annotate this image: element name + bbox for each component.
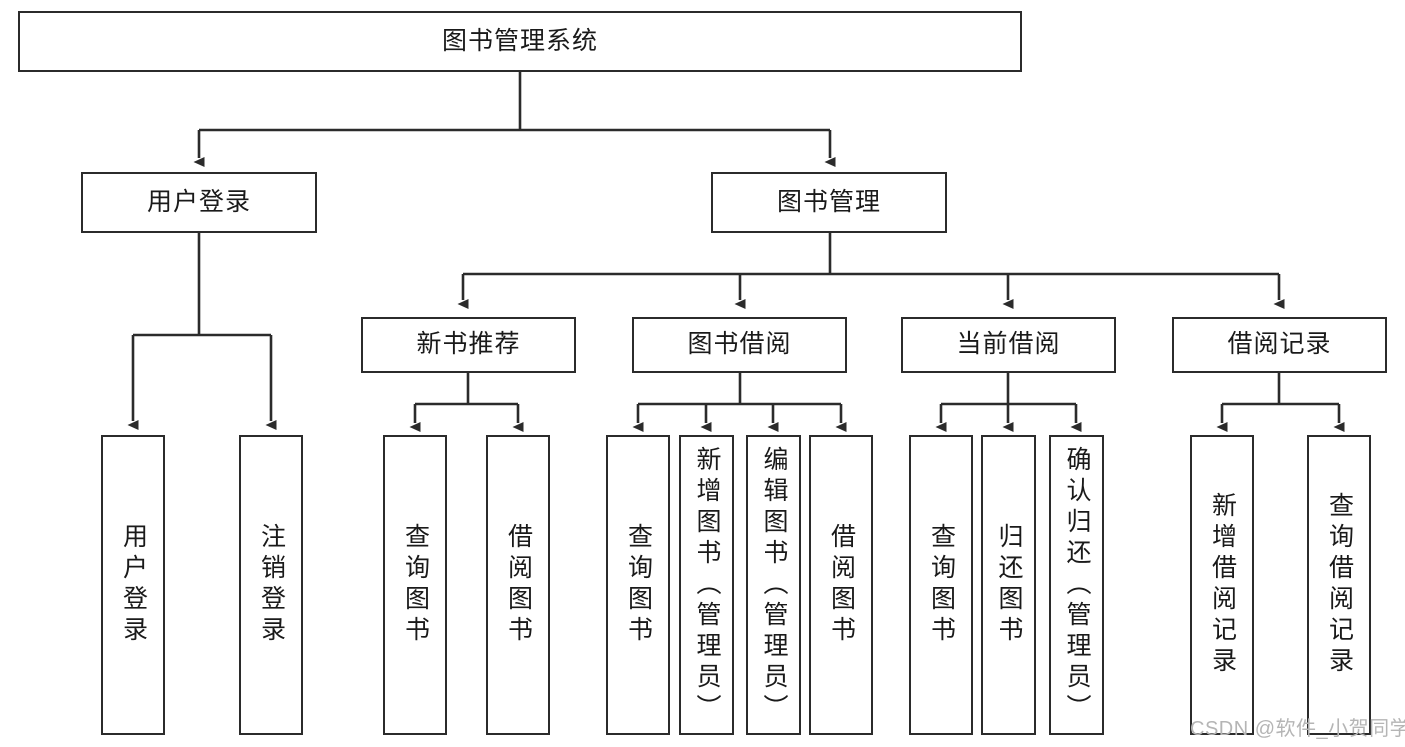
node-leaf-query-book-2[interactable]: 查询图书 [606, 435, 670, 735]
node-leaf-return-book-label: 归还图书 [995, 523, 1023, 647]
node-leaf-add-book[interactable]: 新增图书（管理员） [679, 435, 734, 735]
node-leaf-edit-book-label: 编辑图书（管理员） [760, 445, 788, 725]
node-leaf-add-record-label: 新增借阅记录 [1208, 492, 1237, 678]
edge-group-new-book-rec [409, 373, 524, 432]
node-root-label: 图书管理系统 [441, 26, 598, 55]
node-leaf-user-logout-label: 注销登录 [257, 523, 286, 647]
edge-group-book-manage [457, 233, 1285, 309]
edge-group-book-borrow [632, 373, 847, 432]
edge-group-current-borrow [935, 373, 1082, 432]
node-book-borrow[interactable]: 图书借阅 [632, 317, 847, 373]
node-user-login[interactable]: 用户登录 [81, 172, 317, 233]
node-borrow-record-label: 借阅记录 [1227, 330, 1332, 359]
edge-group-user-login [127, 233, 277, 430]
node-borrow-record[interactable]: 借阅记录 [1172, 317, 1387, 373]
edge-group-borrow-record [1216, 373, 1345, 432]
node-leaf-query-book-1-label: 查询图书 [401, 523, 430, 647]
node-leaf-borrow-book-2-label: 借阅图书 [827, 523, 856, 647]
node-leaf-edit-book[interactable]: 编辑图书（管理员） [746, 435, 801, 735]
node-leaf-return-book[interactable]: 归还图书 [981, 435, 1036, 735]
node-book-manage-label: 图书管理 [776, 187, 881, 216]
node-leaf-query-record[interactable]: 查询借阅记录 [1307, 435, 1371, 735]
node-leaf-add-book-label: 新增图书（管理员） [693, 445, 721, 725]
node-leaf-query-record-label: 查询借阅记录 [1325, 492, 1354, 678]
node-new-book-rec-label: 新书推荐 [416, 330, 521, 359]
watermark-text: CSDN @软件_小贺同学 [1190, 718, 1405, 740]
node-leaf-borrow-book-2[interactable]: 借阅图书 [809, 435, 873, 735]
node-current-borrow-label: 当前借阅 [956, 330, 1061, 359]
node-current-borrow[interactable]: 当前借阅 [901, 317, 1116, 373]
node-leaf-query-book-3-label: 查询图书 [927, 523, 956, 647]
node-leaf-add-record[interactable]: 新增借阅记录 [1190, 435, 1254, 735]
edge-group-root [193, 72, 836, 167]
node-book-borrow-label: 图书借阅 [687, 330, 792, 359]
node-root[interactable]: 图书管理系统 [18, 11, 1022, 72]
node-leaf-user-logout[interactable]: 注销登录 [239, 435, 303, 735]
node-user-login-label: 用户登录 [146, 187, 251, 216]
node-book-manage[interactable]: 图书管理 [711, 172, 947, 233]
node-leaf-query-book-2-label: 查询图书 [624, 523, 653, 647]
node-leaf-query-book-1[interactable]: 查询图书 [383, 435, 447, 735]
node-leaf-user-login-label: 用户登录 [119, 523, 148, 647]
node-leaf-user-login[interactable]: 用户登录 [101, 435, 165, 735]
node-leaf-confirm-return-label: 确认归还（管理员） [1063, 445, 1091, 725]
node-leaf-borrow-book-1-label: 借阅图书 [504, 523, 533, 647]
node-new-book-rec[interactable]: 新书推荐 [361, 317, 576, 373]
node-leaf-borrow-book-1[interactable]: 借阅图书 [486, 435, 550, 735]
node-leaf-query-book-3[interactable]: 查询图书 [909, 435, 973, 735]
node-leaf-confirm-return[interactable]: 确认归还（管理员） [1049, 435, 1104, 735]
